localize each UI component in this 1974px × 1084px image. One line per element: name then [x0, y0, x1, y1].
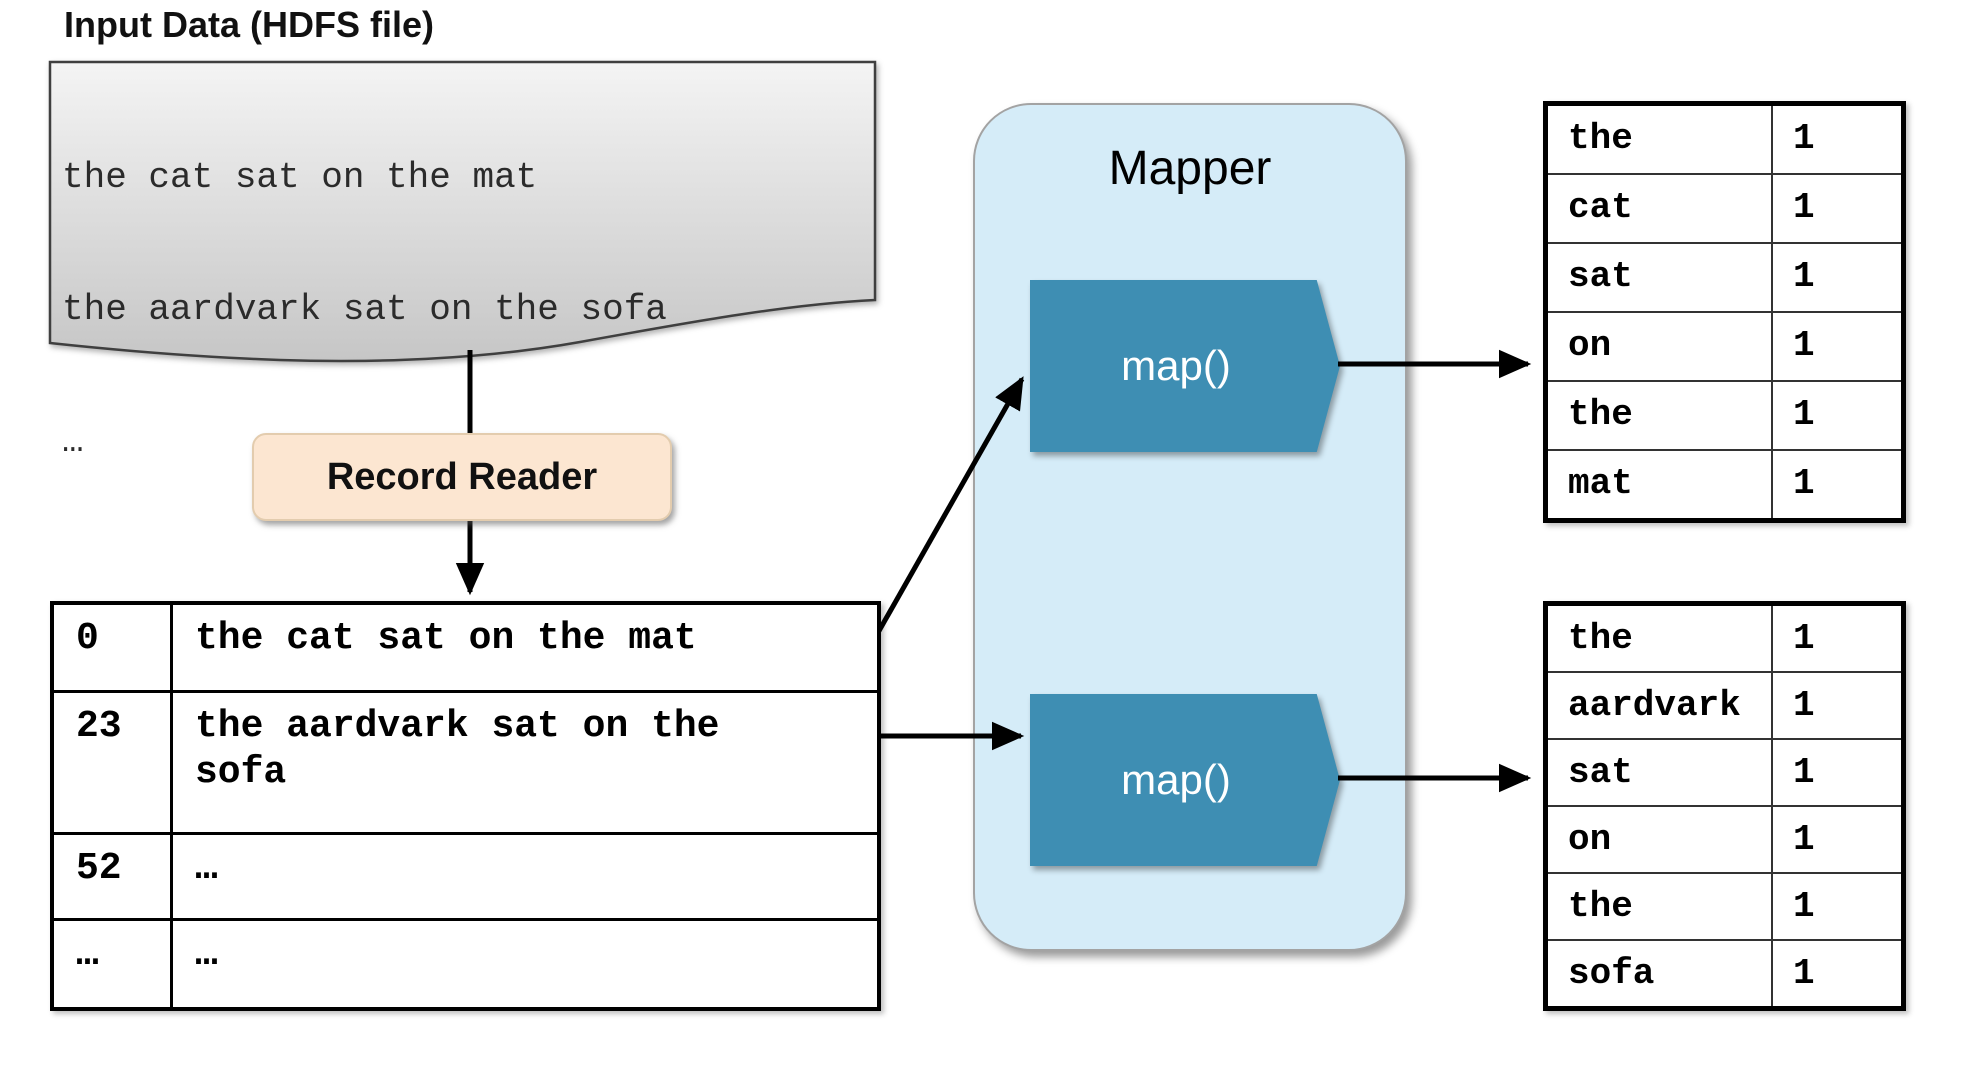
count-cell: 1 [1771, 671, 1905, 740]
split-offset-cell: 23 [50, 690, 173, 835]
count-cell: 1 [1771, 173, 1905, 244]
document-line: the cat sat on the mat [62, 157, 538, 198]
word-cell: the [1544, 102, 1773, 175]
table-row: cat 1 [1544, 173, 1905, 244]
split-text: … [195, 847, 218, 890]
split-text: … [195, 933, 218, 976]
count-cell: 1 [1771, 449, 1905, 522]
map-function-shape: map() [1030, 280, 1340, 452]
document-line: the aardvark sat on the sofa [62, 289, 667, 330]
page-title: Input Data (HDFS file) [64, 4, 434, 45]
word-cell: the [1544, 380, 1773, 451]
table-row: sat 1 [1544, 242, 1905, 313]
count-cell: 1 [1771, 738, 1905, 807]
table-row: … … [50, 918, 881, 1011]
table-row: 23 the aardvark sat on the sofa [50, 690, 881, 835]
input-splits-table: 0 the cat sat on the mat 23 the aardvark… [50, 601, 881, 1011]
table-row: on 1 [1544, 311, 1905, 382]
document-line: … [62, 421, 84, 462]
table-row: 0 the cat sat on the mat [50, 601, 881, 693]
count-cell: 1 [1771, 939, 1905, 1010]
table-row: the 1 [1544, 872, 1905, 941]
split-text-cell: the cat sat on the mat [170, 601, 881, 693]
word-cell: sofa [1544, 939, 1773, 1010]
split-text-cell: … [170, 918, 881, 1011]
count-cell: 1 [1771, 380, 1905, 451]
count-cell: 1 [1771, 242, 1905, 313]
map-call-1: map() [1030, 280, 1340, 452]
word-cell: aardvark [1544, 671, 1773, 740]
mapper-panel: Mapper map() map() [973, 103, 1407, 951]
map-call-label: map() [1121, 342, 1231, 389]
word-cell: sat [1544, 738, 1773, 807]
output-table-map1: the 1 cat 1 sat 1 on 1 the 1 mat 1 [1543, 101, 1906, 523]
split-text: the cat sat on the mat [195, 617, 697, 660]
count-cell: 1 [1771, 311, 1905, 382]
split-offset-cell: 0 [50, 601, 173, 693]
word-cell: mat [1544, 449, 1773, 522]
word-cell: the [1544, 602, 1773, 673]
word-cell: the [1544, 872, 1773, 941]
table-row: mat 1 [1544, 449, 1905, 522]
record-reader-box: Record Reader [252, 433, 672, 521]
mapper-title: Mapper [1108, 142, 1272, 195]
count-cell: 1 [1771, 102, 1905, 175]
table-row: sofa 1 [1544, 939, 1905, 1010]
table-row: the 1 [1544, 602, 1905, 673]
split-offset-cell: … [50, 918, 173, 1011]
split-text-cell: … [170, 832, 881, 921]
map-call-2: map() [1030, 694, 1340, 866]
count-cell: 1 [1771, 602, 1905, 673]
map-function-shape: map() [1030, 694, 1340, 866]
word-cell: sat [1544, 242, 1773, 313]
table-row: 52 … [50, 832, 881, 921]
split-text: the aardvark sat on the sofa [195, 705, 720, 794]
output-table-map2: the 1 aardvark 1 sat 1 on 1 the 1 sofa 1 [1543, 601, 1906, 1011]
record-reader-label: Record Reader [326, 455, 598, 498]
split-text-cell: the aardvark sat on the sofa [170, 690, 881, 835]
word-cell: on [1544, 311, 1773, 382]
table-row: aardvark 1 [1544, 671, 1905, 740]
table-row: the 1 [1544, 380, 1905, 451]
table-row: the 1 [1544, 102, 1905, 175]
split-offset-cell: 52 [50, 832, 173, 921]
table-row: on 1 [1544, 805, 1905, 874]
table-row: sat 1 [1544, 738, 1905, 807]
count-cell: 1 [1771, 872, 1905, 941]
map-call-label: map() [1121, 756, 1231, 803]
word-cell: on [1544, 805, 1773, 874]
count-cell: 1 [1771, 805, 1905, 874]
word-cell: cat [1544, 173, 1773, 244]
